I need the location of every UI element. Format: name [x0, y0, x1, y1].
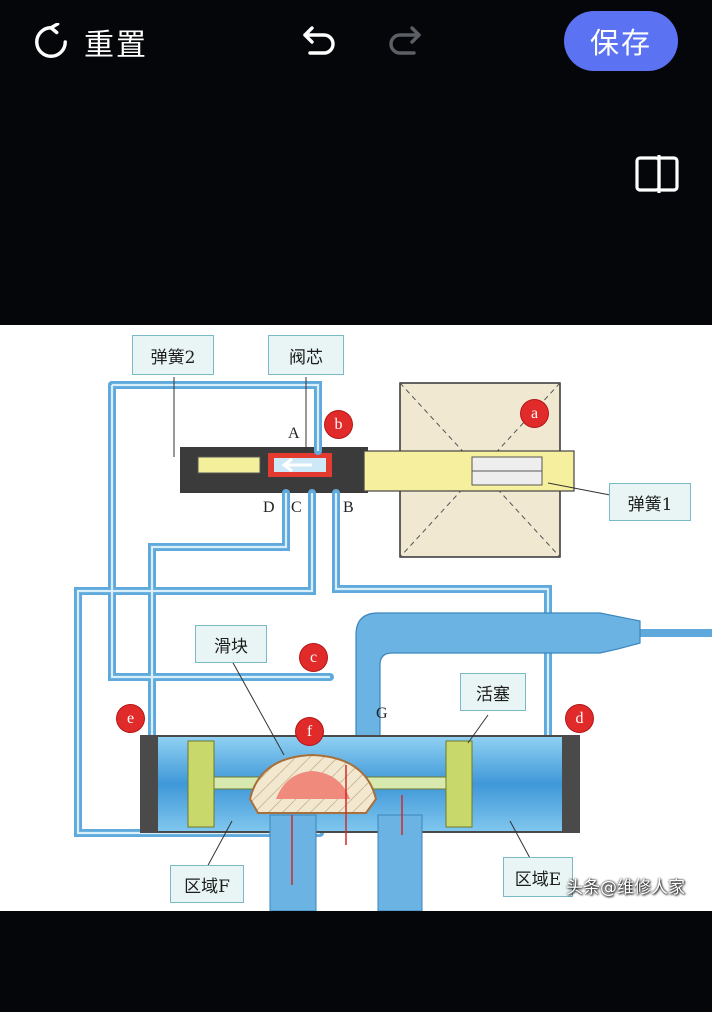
label-spring2: 弹簧2 — [132, 335, 214, 375]
port-c: C — [291, 499, 302, 516]
port-b: B — [343, 499, 354, 516]
port-d: D — [263, 499, 275, 516]
port-g: G — [376, 705, 388, 722]
split-compare-icon[interactable] — [634, 154, 680, 194]
marker-c: c — [300, 644, 327, 671]
label-spring1: 弹簧1 — [609, 483, 691, 521]
label-slider: 滑块 — [195, 625, 267, 663]
rotate-icon — [35, 23, 67, 58]
label-zone-e: 区域E — [503, 857, 573, 897]
label-piston: 活塞 — [460, 673, 526, 711]
marker-a: a — [521, 400, 548, 427]
save-button[interactable]: 保存 — [564, 11, 678, 71]
marker-b: b — [325, 411, 352, 438]
label-valve-core: 阀芯 — [268, 335, 344, 375]
valve-diagram — [74, 377, 712, 911]
marker-f: f — [296, 718, 323, 745]
editor-toolbar: 重置 保存 — [0, 0, 712, 84]
reset-button[interactable]: 重置 — [32, 20, 148, 64]
watermark: 头条@维修人家 — [566, 878, 685, 898]
port-a: A — [288, 425, 300, 442]
edited-image[interactable]: 弹簧2 阀芯 弹簧1 滑块 活塞 区域F 区域E A B C D G a b c… — [0, 325, 712, 911]
marker-e: e — [117, 705, 144, 732]
reset-label: 重置 — [84, 28, 148, 63]
label-zone-f: 区域F — [170, 865, 244, 903]
redo-icon — [389, 26, 421, 55]
marker-d: d — [566, 705, 593, 732]
undo-icon[interactable] — [300, 20, 340, 60]
